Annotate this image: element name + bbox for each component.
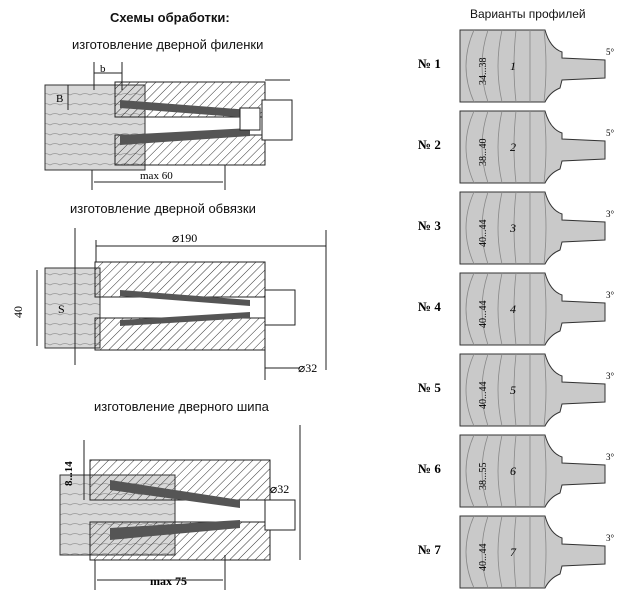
profile-dims: 34...38 xyxy=(478,58,489,86)
wood-grain-line xyxy=(543,353,547,427)
profile-number: 1 xyxy=(510,59,516,73)
scheme1-B-label: B xyxy=(56,93,63,105)
profile-dims: 40...44 xyxy=(478,382,489,410)
scheme3-height: 8...14 xyxy=(63,461,75,486)
profile-number: 7 xyxy=(510,545,517,559)
scheme2-caption: изготовление дверной обвязки xyxy=(70,201,256,216)
wood-grain-line xyxy=(465,272,475,346)
profile-shape xyxy=(459,353,606,427)
wood-grain-line xyxy=(465,515,475,589)
wood-grain-line xyxy=(497,191,503,265)
scheme3-drawing xyxy=(59,425,301,590)
wood-grain-line xyxy=(481,353,489,427)
wood-grain-line xyxy=(497,272,503,346)
wood-grain-line xyxy=(465,29,475,103)
profile-number: 2 xyxy=(510,140,516,154)
profile-6: № 6 38...55 6 3° xyxy=(418,434,615,508)
profile-number: 3 xyxy=(509,221,516,235)
wood-grain-line xyxy=(497,515,503,589)
wood-grain-line xyxy=(481,434,489,508)
wood-grain-line xyxy=(513,29,517,103)
scheme1-dim: max 60 xyxy=(140,170,173,182)
schemes-drawing: b B max 60 ⌀190 ⌀32 40 S 8...14 ⌀32 max … xyxy=(11,62,327,590)
wood-grain-line xyxy=(481,110,489,184)
wood-grain-line xyxy=(513,515,517,589)
wood-grain-line xyxy=(513,191,517,265)
wood-grain-line xyxy=(481,29,489,103)
scheme3-dim: max 75 xyxy=(150,574,187,588)
scheme2-S-label: S xyxy=(58,302,65,316)
wood-grain-line xyxy=(543,110,547,184)
profile-angle: 3° xyxy=(606,452,615,462)
profile-5: № 5 40...44 5 3° xyxy=(418,353,615,427)
profile-label: № 2 xyxy=(418,137,441,152)
wood-grain-line xyxy=(543,515,547,589)
wood-grain-line xyxy=(513,110,517,184)
wood-grain-line xyxy=(497,110,503,184)
wood-grain-line xyxy=(543,434,547,508)
scheme2-dia-small: ⌀32 xyxy=(298,361,317,375)
wood-grain-line xyxy=(497,353,503,427)
profile-dims: 40...44 xyxy=(478,544,489,572)
scheme2-height: 40 xyxy=(11,306,25,318)
profile-number: 6 xyxy=(510,464,516,478)
scheme1-caption: изготовление дверной филенки xyxy=(72,37,264,52)
wood-grain-line xyxy=(543,29,547,103)
profile-dims: 40...44 xyxy=(478,220,489,248)
wood-grain-line xyxy=(481,515,489,589)
profile-label: № 6 xyxy=(418,461,441,476)
profile-label: № 5 xyxy=(418,380,441,395)
wood-grain-line xyxy=(465,191,475,265)
scheme1-drawing xyxy=(44,62,293,190)
profile-label: № 7 xyxy=(418,542,441,557)
wood-grain-line xyxy=(481,272,489,346)
profile-number: 4 xyxy=(510,302,516,316)
profile-shape xyxy=(459,272,606,346)
profile-angle: 3° xyxy=(606,533,615,543)
wood-grain-line xyxy=(513,434,517,508)
profile-angle: 3° xyxy=(606,290,615,300)
profile-label: № 1 xyxy=(418,56,441,71)
wood-grain-line xyxy=(513,272,517,346)
profile-1: № 1 34...38 1 5° xyxy=(418,29,615,103)
profile-shape xyxy=(459,191,606,265)
wood-grain-line xyxy=(497,434,503,508)
wood-grain-line xyxy=(465,110,475,184)
scheme3-dia-small: ⌀32 xyxy=(270,482,289,496)
profile-dims: 40...44 xyxy=(478,301,489,329)
profile-7: № 7 40...44 7 3° xyxy=(418,515,615,589)
profile-shape xyxy=(459,29,606,103)
scheme2-dia-big: ⌀190 xyxy=(172,231,197,245)
right-title: Варианты профилей xyxy=(470,7,586,21)
wood-grain-line xyxy=(465,434,475,508)
profile-label: № 4 xyxy=(418,299,441,314)
profile-angle: 3° xyxy=(606,209,615,219)
wood-grain-line xyxy=(481,191,489,265)
profile-angle: 3° xyxy=(606,371,615,381)
profile-dims: 38...55 xyxy=(478,463,489,491)
profile-label: № 3 xyxy=(418,218,441,233)
profile-4: № 4 40...44 4 3° xyxy=(418,272,615,346)
profile-shape xyxy=(459,434,606,508)
scheme2-drawing xyxy=(36,228,327,380)
scheme3-caption: изготовление дверного шипа xyxy=(94,399,269,414)
wood-grain-line xyxy=(543,272,547,346)
scheme1-b-label: b xyxy=(100,63,106,75)
wood-grain-line xyxy=(543,191,547,265)
left-title: Схемы обработки: xyxy=(110,10,230,25)
profile-2: № 2 38...40 2 5° xyxy=(418,110,615,184)
profile-angle: 5° xyxy=(606,47,615,57)
profile-shape xyxy=(459,110,606,184)
wood-grain-line xyxy=(513,353,517,427)
profile-3: № 3 40...44 3 3° xyxy=(418,191,615,265)
wood-grain-line xyxy=(497,29,503,103)
profile-shape xyxy=(459,515,606,589)
profile-angle: 5° xyxy=(606,128,615,138)
wood-grain-line xyxy=(465,353,475,427)
profile-number: 5 xyxy=(510,383,516,397)
profile-dims: 38...40 xyxy=(478,139,489,167)
